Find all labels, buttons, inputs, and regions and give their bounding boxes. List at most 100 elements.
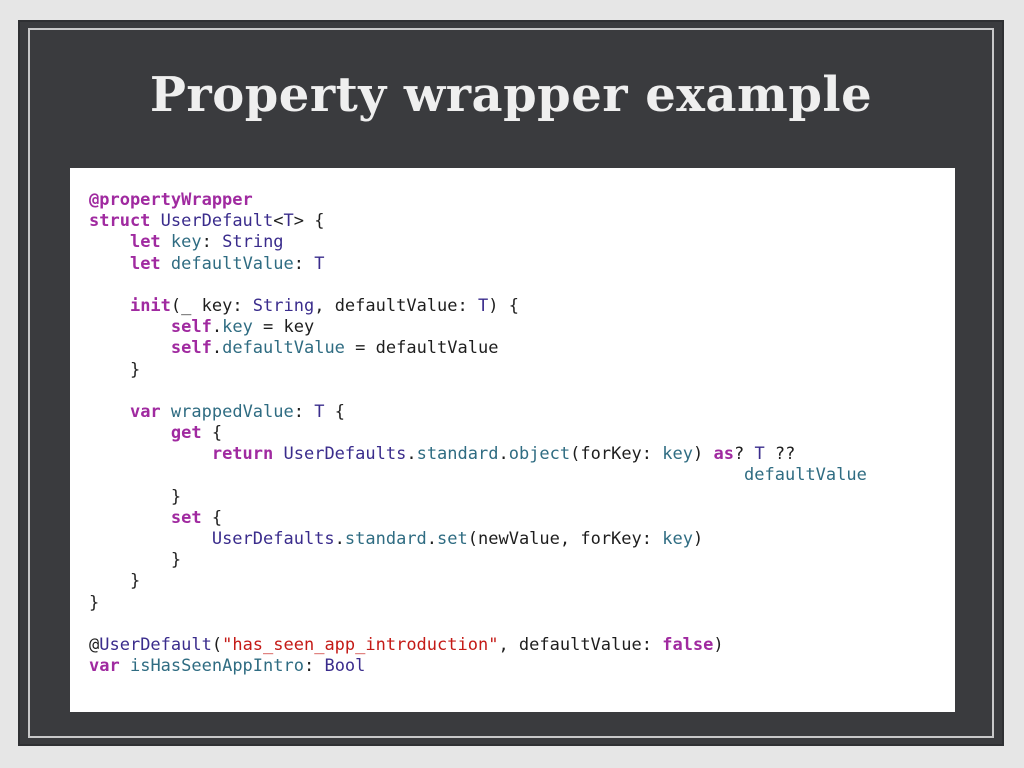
code-token: set: [437, 529, 468, 549]
code-token: ) {: [488, 295, 519, 316]
code-token: ): [692, 529, 704, 549]
code-token: [89, 232, 130, 252]
code-token: self: [170, 338, 212, 359]
code-token: let: [129, 253, 161, 274]
code-token: .: [406, 444, 417, 465]
code-token: {: [324, 401, 345, 422]
code-token: self: [170, 317, 212, 338]
code-token: .: [211, 338, 223, 359]
code-token: [161, 232, 171, 252]
code-token: key: [662, 529, 693, 549]
code-token: , defaultValue:: [498, 634, 663, 655]
code-token: var: [89, 656, 120, 677]
code-token: struct: [89, 211, 151, 232]
code-token: {: [201, 507, 223, 528]
code-token: init: [129, 295, 171, 316]
code-line: }: [89, 360, 867, 381]
code-token: return: [211, 444, 274, 465]
code-token: as: [713, 444, 734, 465]
code-line: get {: [89, 423, 867, 444]
code-token: set: [170, 507, 202, 528]
code-line: }: [89, 487, 867, 508]
code-token: [161, 254, 171, 274]
code-token: let: [129, 232, 161, 253]
code-token: T: [477, 295, 489, 316]
code-token: , defaultValue:: [314, 295, 478, 316]
code-token: @: [89, 634, 100, 655]
code-token: [161, 402, 171, 422]
code-token: :: [201, 232, 223, 253]
code-token: ): [692, 444, 714, 465]
code-token: [273, 444, 283, 464]
code-token: defaultValue: [170, 253, 294, 274]
slide-title: Property wrapper example: [149, 67, 873, 123]
code-line: self.key = key: [89, 317, 867, 338]
code-token: ?: [733, 444, 755, 465]
code-token: key: [222, 317, 253, 338]
code-token: }: [89, 486, 182, 507]
code-token: }: [89, 571, 141, 592]
code-token: [89, 444, 212, 464]
code-token: = key: [252, 317, 315, 338]
code-token: (forKey:: [570, 444, 663, 465]
code-token: [89, 402, 130, 422]
code-token: standard: [416, 444, 499, 465]
code-token: UserDefault: [99, 634, 212, 655]
code-token: var: [129, 401, 161, 422]
code-token: }: [89, 359, 141, 380]
code-line: defaultValue: [89, 465, 867, 486]
code-line: struct UserDefault<T> {: [89, 211, 867, 232]
code-token: wrappedValue: [170, 401, 294, 422]
code-token: UserDefaults: [211, 529, 335, 549]
code-line: let defaultValue: T: [89, 254, 867, 275]
code-token: get: [170, 423, 202, 444]
code-token: :: [303, 656, 325, 677]
code-token: String: [222, 232, 284, 253]
code-token: Bool: [324, 656, 366, 677]
code-token: isHasSeenAppIntro: [129, 656, 304, 677]
code-token: }: [89, 550, 182, 571]
code-token: }: [89, 592, 100, 613]
code-token: object: [508, 444, 571, 465]
code-token: ): [713, 634, 724, 655]
code-line: [89, 381, 867, 402]
code-token: UserDefault: [160, 211, 274, 232]
code-token: .: [211, 317, 223, 338]
code-token: standard: [344, 529, 427, 549]
code-token: [89, 296, 130, 316]
code-line: }: [89, 593, 867, 614]
code-token: "has_seen_app_introduction": [222, 634, 499, 655]
code-token: T: [314, 253, 325, 274]
code-line: return UserDefaults.standard.object(forK…: [89, 444, 867, 465]
code-line: init(_ key: String, defaultValue: T) {: [89, 296, 867, 317]
code-token: T: [754, 444, 765, 465]
code-token: T: [314, 401, 325, 422]
code-token: = defaultValue: [344, 338, 499, 359]
code-token: UserDefaults: [283, 444, 407, 465]
code-token: ??: [764, 444, 796, 465]
code-token: [89, 317, 171, 337]
code-line: UserDefaults.standard.set(newValue, forK…: [89, 529, 867, 550]
code-token: :: [293, 253, 315, 274]
code-token: defaultValue: [744, 465, 867, 486]
code-token: [89, 465, 744, 485]
code-token: (_ key:: [170, 295, 253, 316]
code-token: .: [498, 444, 509, 465]
code-line: @UserDefault("has_seen_app_introduction"…: [89, 635, 867, 656]
code-token: :: [293, 401, 315, 422]
code-token: [89, 508, 171, 528]
code-token: String: [252, 295, 315, 316]
code-line: let key: String: [89, 232, 867, 253]
code-line: }: [89, 571, 867, 592]
code-token: (newValue, forKey:: [467, 529, 663, 549]
code-token: (: [211, 634, 223, 655]
code-token: > {: [293, 211, 325, 232]
code-token: [89, 254, 130, 274]
code-token: T: [283, 211, 294, 232]
code-line: var isHasSeenAppIntro: Bool: [89, 656, 867, 677]
code-line: [89, 614, 867, 635]
code-token: key: [662, 444, 693, 465]
code-line: @propertyWrapper: [89, 190, 867, 211]
code-token: @propertyWrapper: [89, 190, 253, 210]
